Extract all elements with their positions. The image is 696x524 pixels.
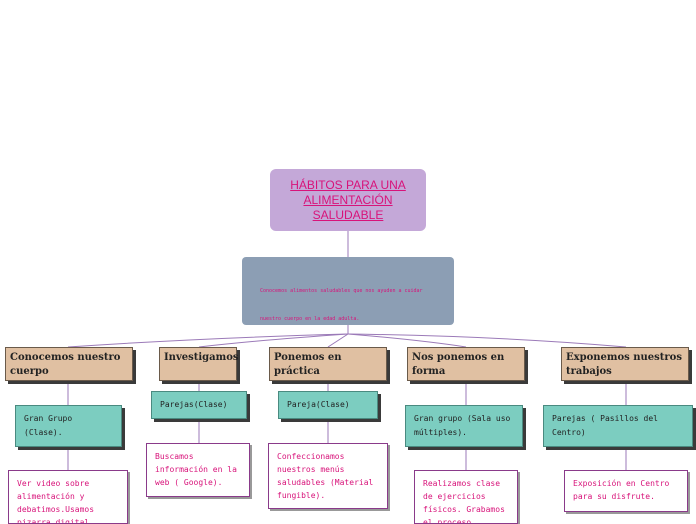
branch-title: Nos ponemos en forma <box>412 352 505 377</box>
leaf-investigamos[interactable]: Buscamos información en la web ( Google)… <box>146 443 250 497</box>
sub-conocemos[interactable]: Gran Grupo (Clase). <box>15 405 122 447</box>
sub-ponemos-en-practica[interactable]: Pareja(Clase) <box>278 391 378 419</box>
sub-label: Pareja(Clase) <box>287 400 350 409</box>
leaf-nos-ponemos-en-forma[interactable]: Realizamos clase de ejercicios físicos. … <box>414 470 518 524</box>
leaf-conocemos[interactable]: Ver video sobre alimentación y debatimos… <box>8 470 128 524</box>
root-topic[interactable]: HÁBITOS PARA UNA ALIMENTACIÓN SALUDABLE <box>270 169 426 231</box>
branch-title: Ponemos en práctica <box>274 352 342 377</box>
sub-label: Parejas(Clase) <box>160 400 228 409</box>
description-line-1: Conocemos alimentos saludables que nos a… <box>260 288 423 294</box>
branch-title: Exponemos nuestros trabajos <box>566 352 682 377</box>
leaf-text: Ver video sobre alimentación y debatimos… <box>17 479 95 524</box>
branch-title: Investigamos <box>164 352 239 363</box>
description-line-2: nuestro cuerpo en la edad adulta. <box>260 316 360 322</box>
leaf-text: Buscamos información en la web ( Google)… <box>155 452 237 487</box>
sub-exponemos[interactable]: Parejas ( Pasillos del Centro) <box>543 405 693 447</box>
branch-ponemos-en-practica[interactable]: Ponemos en práctica <box>269 347 387 381</box>
sub-label: Gran Grupo (Clase). <box>24 414 73 437</box>
branch-title: Conocemos nuestro cuerpo <box>10 352 121 377</box>
root-title: HÁBITOS PARA UNA ALIMENTACIÓN SALUDABLE <box>290 177 406 222</box>
description-box[interactable]: Conocemos alimentos saludables que nos a… <box>242 257 454 325</box>
leaf-text: Confeccionamos nuestros menús saludables… <box>277 452 374 500</box>
leaf-text: Realizamos clase de ejercicios físicos. … <box>423 479 505 524</box>
branch-nos-ponemos-en-forma[interactable]: Nos ponemos en forma <box>407 347 525 381</box>
branch-conocemos[interactable]: Conocemos nuestro cuerpo <box>5 347 133 381</box>
leaf-text: Exposición en Centro para su disfrute. <box>573 479 670 501</box>
sub-label: Gran grupo (Sala uso múltiples). <box>414 414 511 437</box>
sub-label: Parejas ( Pasillos del Centro) <box>552 414 658 437</box>
sub-nos-ponemos-en-forma[interactable]: Gran grupo (Sala uso múltiples). <box>405 405 523 447</box>
branch-investigamos[interactable]: Investigamos <box>159 347 239 381</box>
sub-investigamos[interactable]: Parejas(Clase) <box>151 391 247 419</box>
leaf-ponemos-en-practica[interactable]: Confeccionamos nuestros menús saludables… <box>268 443 388 509</box>
branch-exponemos[interactable]: Exponemos nuestros trabajos <box>561 347 689 381</box>
leaf-exponemos[interactable]: Exposición en Centro para su disfrute. <box>564 470 688 512</box>
